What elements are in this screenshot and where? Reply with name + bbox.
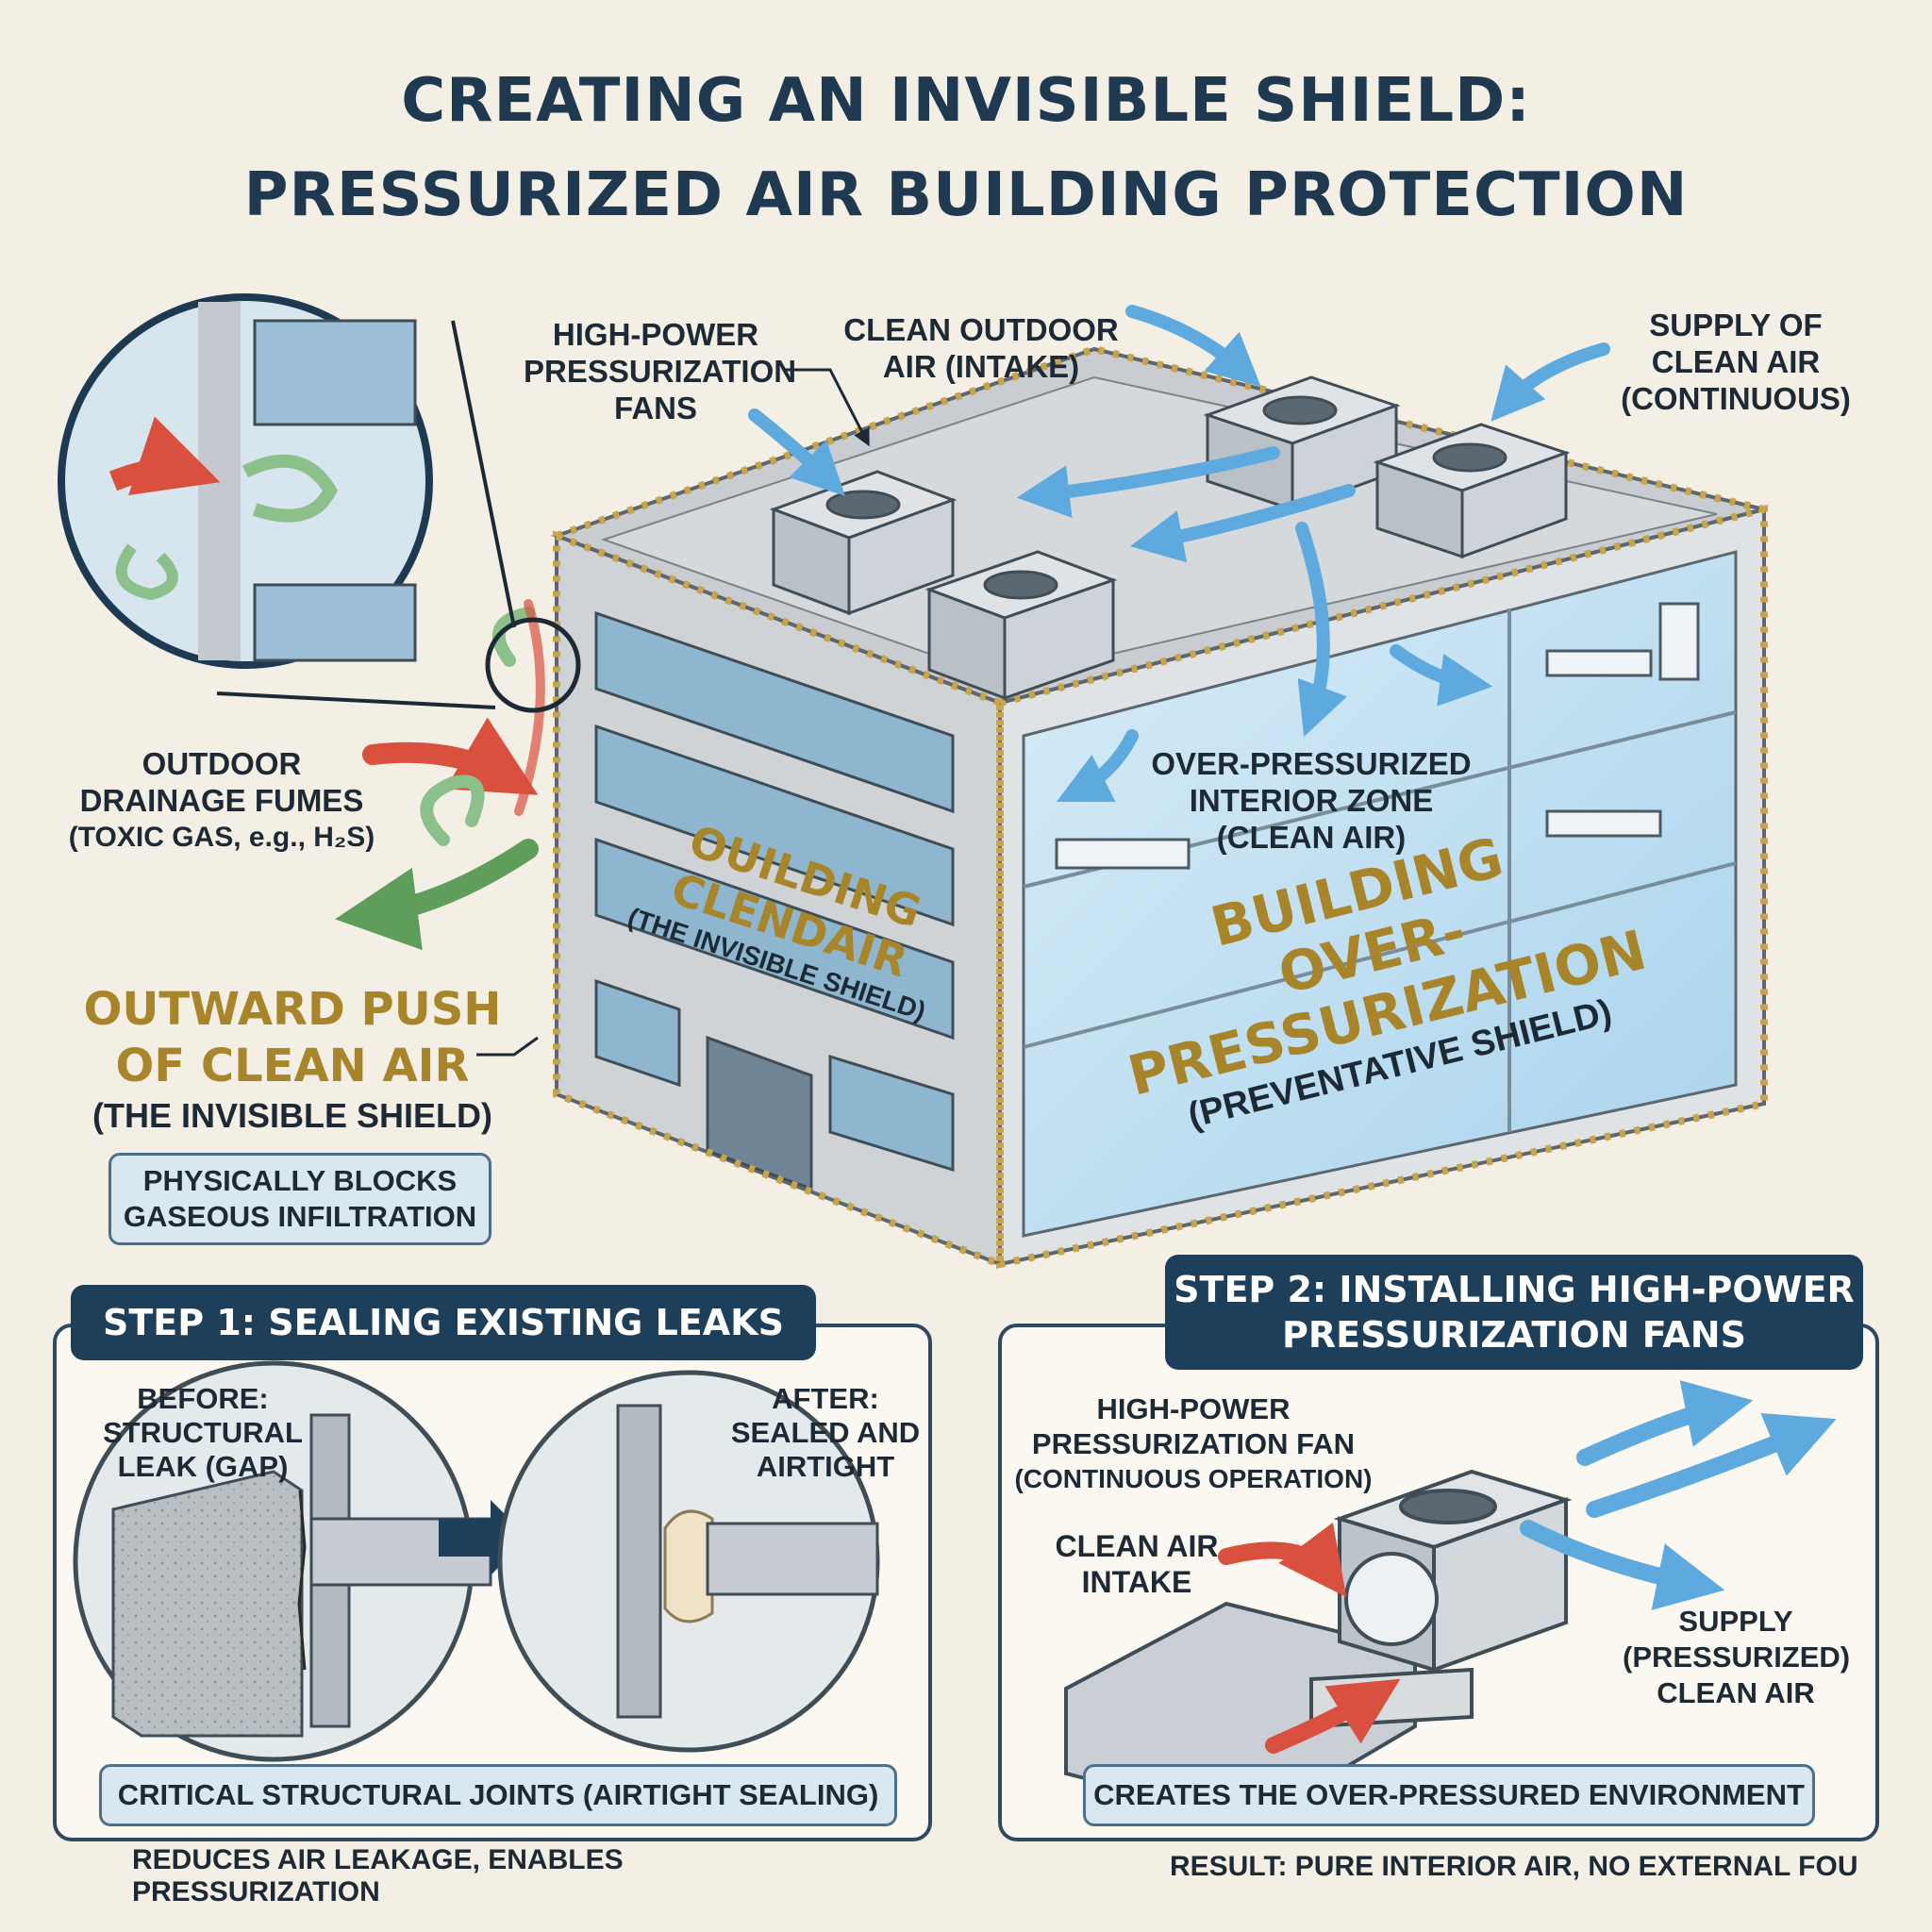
step2-intake-line-2: INTAKE <box>1081 1565 1192 1599</box>
supply-callout-line-3: (CONTINUOUS) <box>1621 381 1851 416</box>
after-line-1: AFTER: <box>772 1382 879 1415</box>
outward-push-line-1: OUTWARD PUSH <box>83 983 502 1036</box>
fans-callout: HIGH-POWER PRESSURIZATION FANS <box>524 316 797 426</box>
interior-zone-line-2: INTERIOR ZONE <box>1189 783 1434 818</box>
before-line-2: STRUCTURAL <box>103 1416 303 1449</box>
step2-intake-callout: CLEAN AIR INTAKE <box>1033 1528 1241 1600</box>
before-line-1: BEFORE: <box>137 1382 269 1415</box>
intake-callout-line-2: AIR (INTAKE) <box>882 349 1080 384</box>
fume-arrows <box>335 599 545 951</box>
after-line-3: AIRTIGHT <box>756 1450 895 1483</box>
blocks-infiltration-badge: PHYSICALLY BLOCKS GASEOUS INFILTRATION <box>108 1153 491 1245</box>
outward-push-line-2: OF CLEAN AIR <box>115 1040 470 1092</box>
after-callout: AFTER: SEALED AND AIRTIGHT <box>717 1382 934 1484</box>
after-joint <box>497 1370 880 1753</box>
supply-callout-line-2: CLEAN AIR <box>1651 344 1821 379</box>
blocks-badge-line-1: PHYSICALLY BLOCKS <box>142 1164 458 1197</box>
step2-fan-line-3: (CONTINUOUS OPERATION) <box>1014 1464 1373 1493</box>
fumes-callout-line-2: DRAINAGE FUMES <box>79 783 364 818</box>
step1-badge: CRITICAL STRUCTURAL JOINTS (AIRTIGHT SEA… <box>99 1764 897 1826</box>
intake-callout: CLEAN OUTDOOR AIR (INTAKE) <box>840 311 1123 385</box>
step2-supply-line-1: SUPPLY <box>1678 1605 1793 1638</box>
intake-callout-line-1: CLEAN OUTDOOR <box>843 312 1119 347</box>
supply-callout: SUPPLY OF CLEAN AIR (CONTINUOUS) <box>1604 307 1868 417</box>
step2-header-line-2: PRESSURIZATION FANS <box>1282 1314 1746 1356</box>
blocks-badge-line-2: GASEOUS INFILTRATION <box>123 1200 477 1233</box>
title-line-1: CREATING AN INVISIBLE SHIELD: <box>401 66 1531 136</box>
interior-zone-line-3: (CLEAN AIR) <box>1216 820 1407 855</box>
before-line-3: LEAK (GAP) <box>117 1450 289 1483</box>
step2-supply-line-2: (PRESSURIZED) <box>1623 1641 1851 1674</box>
step2-supply-callout: SUPPLY (PRESSURIZED) CLEAN AIR <box>1623 1604 1851 1711</box>
step2-supply-line-3: CLEAN AIR <box>1657 1676 1815 1709</box>
outward-push-line-3: (THE INVISIBLE SHIELD) <box>92 1096 493 1135</box>
outward-push-callout: OUTWARD PUSH OF CLEAN AIR (THE INVISIBLE… <box>66 981 519 1138</box>
step2-footer: RESULT: PURE INTERIOR AIR, NO EXTERNAL F… <box>1170 1851 1858 1882</box>
before-callout: BEFORE: STRUCTURAL LEAK (GAP) <box>90 1382 316 1484</box>
step2-intake-line-1: CLEAN AIR <box>1055 1529 1219 1563</box>
fans-callout-line-2: PRESSURIZATION <box>524 354 797 389</box>
fans-callout-line-3: FANS <box>613 391 697 425</box>
step2-header: STEP 2: INSTALLING HIGH-POWER PRESSURIZA… <box>1165 1255 1863 1370</box>
supply-callout-line-1: SUPPLY OF <box>1649 308 1823 342</box>
step2-air-arrows <box>1218 1380 1837 1754</box>
leak-magnifier <box>58 293 581 713</box>
fans-callout-line-1: HIGH-POWER <box>552 317 759 352</box>
step1-header: STEP 1: SEALING EXISTING LEAKS <box>71 1285 816 1360</box>
interior-zone-callout: OVER-PRESSURIZED INTERIOR ZONE (CLEAN AI… <box>1123 745 1500 856</box>
clean-air-arrows <box>748 305 1610 803</box>
building <box>551 344 1768 1270</box>
fumes-callout: OUTDOOR DRAINAGE FUMES (TOXIC GAS, e.g.,… <box>57 745 387 856</box>
step2-fan-line-1: HIGH-POWER <box>1096 1392 1291 1425</box>
interior-zone-line-1: OVER-PRESSURIZED <box>1151 746 1472 781</box>
title-line-2: PRESSURIZED AIR BUILDING PROTECTION <box>243 160 1689 230</box>
fumes-callout-line-3: (TOXIC GAS, e.g., H₂S) <box>68 822 375 853</box>
step2-badge: CREATES THE OVER-PRESSURED ENVIRONMENT <box>1083 1764 1815 1826</box>
step1-footer: REDUCES AIR LEAKAGE, ENABLES PRESSURIZAT… <box>132 1844 624 1907</box>
fumes-callout-line-1: OUTDOOR <box>142 746 302 781</box>
step2-fan-callout: HIGH-POWER PRESSURIZATION FAN (CONTINUOU… <box>1014 1391 1373 1496</box>
step2-fan-line-2: PRESSURIZATION FAN <box>1031 1427 1356 1460</box>
after-line-2: SEALED AND <box>730 1416 921 1449</box>
step2-header-line-1: STEP 2: INSTALLING HIGH-POWER <box>1174 1269 1855 1310</box>
